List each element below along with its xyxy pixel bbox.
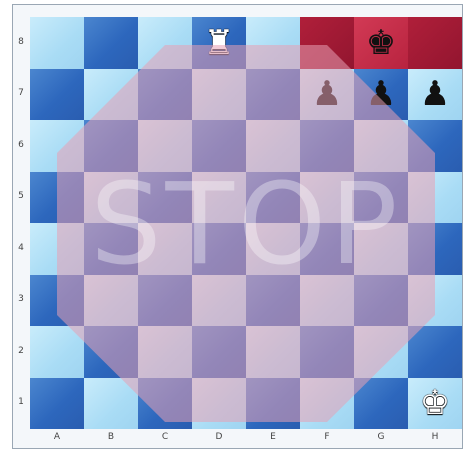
black-king-piece[interactable]: ♚ bbox=[354, 17, 408, 69]
square-d6[interactable] bbox=[192, 120, 246, 172]
rank-label: 6 bbox=[12, 140, 30, 150]
square-e2[interactable] bbox=[246, 326, 300, 378]
square-f7[interactable]: ♟ bbox=[300, 69, 354, 121]
square-c5[interactable] bbox=[138, 172, 192, 224]
square-e7[interactable] bbox=[246, 69, 300, 121]
square-g2[interactable] bbox=[354, 326, 408, 378]
square-h6[interactable] bbox=[408, 120, 462, 172]
square-d3[interactable] bbox=[192, 275, 246, 327]
square-d7[interactable] bbox=[192, 69, 246, 121]
square-g8[interactable]: ♚ bbox=[354, 17, 408, 69]
square-b1[interactable] bbox=[84, 378, 138, 430]
white-king-piece[interactable]: ♚ bbox=[408, 378, 462, 430]
square-a3[interactable] bbox=[30, 275, 84, 327]
square-e5[interactable] bbox=[246, 172, 300, 224]
square-f4[interactable] bbox=[300, 223, 354, 275]
square-b4[interactable] bbox=[84, 223, 138, 275]
square-b7[interactable] bbox=[84, 69, 138, 121]
square-c1[interactable] bbox=[138, 378, 192, 430]
square-b2[interactable] bbox=[84, 326, 138, 378]
square-h8[interactable] bbox=[408, 17, 462, 69]
file-label: C bbox=[138, 432, 192, 442]
square-b3[interactable] bbox=[84, 275, 138, 327]
square-f6[interactable] bbox=[300, 120, 354, 172]
square-f1[interactable] bbox=[300, 378, 354, 430]
square-d8[interactable]: ♜ bbox=[192, 17, 246, 69]
square-c4[interactable] bbox=[138, 223, 192, 275]
square-h4[interactable] bbox=[408, 223, 462, 275]
rank-label: 3 bbox=[12, 294, 30, 304]
file-label: B bbox=[84, 432, 138, 442]
square-h3[interactable] bbox=[408, 275, 462, 327]
file-label: G bbox=[354, 432, 408, 442]
square-d5[interactable] bbox=[192, 172, 246, 224]
file-label: F bbox=[300, 432, 354, 442]
square-e4[interactable] bbox=[246, 223, 300, 275]
black-pawn-piece[interactable]: ♟ bbox=[300, 69, 354, 121]
square-e3[interactable] bbox=[246, 275, 300, 327]
square-f5[interactable] bbox=[300, 172, 354, 224]
square-d2[interactable] bbox=[192, 326, 246, 378]
rank-label: 5 bbox=[12, 191, 30, 201]
square-a5[interactable] bbox=[30, 172, 84, 224]
black-pawn-piece[interactable]: ♟ bbox=[354, 69, 408, 121]
rank-label: 8 bbox=[12, 37, 30, 47]
square-f3[interactable] bbox=[300, 275, 354, 327]
square-c8[interactable] bbox=[138, 17, 192, 69]
square-e1[interactable] bbox=[246, 378, 300, 430]
square-c2[interactable] bbox=[138, 326, 192, 378]
square-f8[interactable] bbox=[300, 17, 354, 69]
file-label: H bbox=[408, 432, 462, 442]
square-h2[interactable] bbox=[408, 326, 462, 378]
square-a1[interactable] bbox=[30, 378, 84, 430]
rank-label: 4 bbox=[12, 243, 30, 253]
square-b6[interactable] bbox=[84, 120, 138, 172]
square-h5[interactable] bbox=[408, 172, 462, 224]
square-g5[interactable] bbox=[354, 172, 408, 224]
square-a4[interactable] bbox=[30, 223, 84, 275]
square-g1[interactable] bbox=[354, 378, 408, 430]
square-c7[interactable] bbox=[138, 69, 192, 121]
square-d1[interactable] bbox=[192, 378, 246, 430]
square-a2[interactable] bbox=[30, 326, 84, 378]
square-g6[interactable] bbox=[354, 120, 408, 172]
file-label: A bbox=[30, 432, 84, 442]
square-c6[interactable] bbox=[138, 120, 192, 172]
square-b5[interactable] bbox=[84, 172, 138, 224]
square-a7[interactable] bbox=[30, 69, 84, 121]
chessboard[interactable]: ♜♚♟♟♟♚ bbox=[30, 17, 462, 429]
rank-label: 2 bbox=[12, 346, 30, 356]
square-a8[interactable] bbox=[30, 17, 84, 69]
square-e6[interactable] bbox=[246, 120, 300, 172]
square-h7[interactable]: ♟ bbox=[408, 69, 462, 121]
square-g3[interactable] bbox=[354, 275, 408, 327]
square-d4[interactable] bbox=[192, 223, 246, 275]
square-g7[interactable]: ♟ bbox=[354, 69, 408, 121]
square-c3[interactable] bbox=[138, 275, 192, 327]
black-pawn-piece[interactable]: ♟ bbox=[408, 69, 462, 121]
square-f2[interactable] bbox=[300, 326, 354, 378]
rank-label: 1 bbox=[12, 397, 30, 407]
rank-label: 7 bbox=[12, 88, 30, 98]
file-label: E bbox=[246, 432, 300, 442]
square-g4[interactable] bbox=[354, 223, 408, 275]
file-label: D bbox=[192, 432, 246, 442]
square-b8[interactable] bbox=[84, 17, 138, 69]
square-h1[interactable]: ♚ bbox=[408, 378, 462, 430]
square-a6[interactable] bbox=[30, 120, 84, 172]
white-rook-piece[interactable]: ♜ bbox=[192, 17, 246, 69]
square-e8[interactable] bbox=[246, 17, 300, 69]
